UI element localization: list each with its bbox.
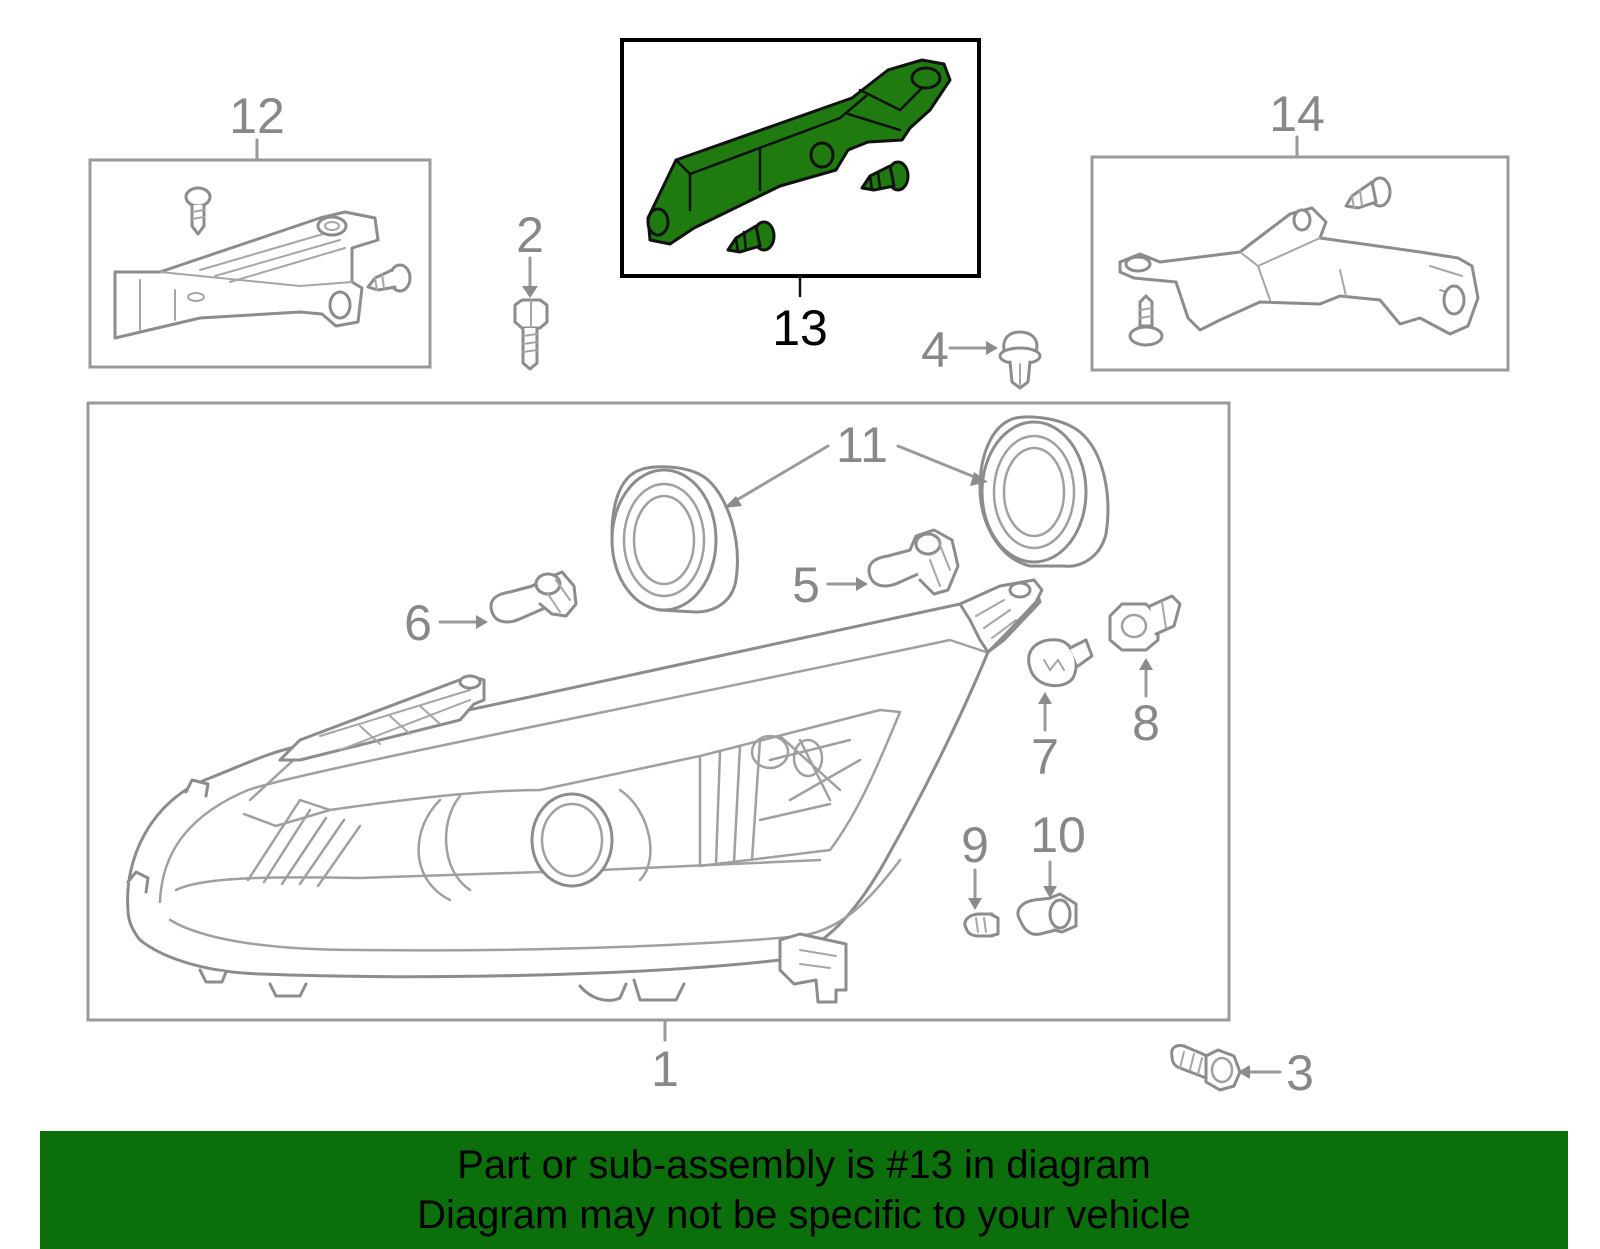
- part-3-group[interactable]: [1170, 1044, 1282, 1092]
- part-1-headlight-assembly: [126, 578, 1044, 1004]
- part-4-clip: [998, 330, 1042, 390]
- part-8-nut: [1108, 594, 1182, 652]
- callout-13-label: 13: [772, 300, 828, 356]
- info-banner: Part or sub-assembly is #13 in diagram D…: [40, 1131, 1568, 1249]
- callout-14-label: 14: [1269, 86, 1325, 142]
- callout-11-label: 11: [836, 417, 888, 473]
- part-2-group[interactable]: [513, 256, 549, 371]
- banner-line-2: Diagram may not be specific to your vehi…: [417, 1193, 1191, 1237]
- part-11-cover-right: [978, 415, 1110, 568]
- callout-6-label: 6: [404, 595, 432, 651]
- part-12-group[interactable]: [88, 138, 432, 369]
- callout-12-label: 12: [229, 88, 285, 144]
- part-14-screw-bottom: [1128, 294, 1164, 347]
- part-12-box: [88, 158, 432, 369]
- callout-5-label: 5: [792, 557, 820, 613]
- part-1-group[interactable]: [86, 401, 1231, 1042]
- callout-3-label: 3: [1286, 1045, 1314, 1101]
- callout-1-label: 1: [651, 1041, 679, 1097]
- callout-9-label: 9: [961, 817, 989, 873]
- part-14-bracket: [1118, 206, 1480, 336]
- part-14-group[interactable]: [1090, 135, 1510, 372]
- part-1-box: [86, 401, 1231, 1022]
- banner-line-1: Part or sub-assembly is #13 in diagram: [457, 1143, 1151, 1187]
- part-3-bolt: [1170, 1044, 1242, 1092]
- part-9-bulb: [963, 912, 1000, 938]
- part-12-screw-top: [184, 186, 212, 236]
- part-4-group[interactable]: [948, 330, 1042, 390]
- part-2-bolt: [513, 298, 549, 371]
- part-10-bulb: [1016, 892, 1078, 936]
- callout-2-label: 2: [516, 207, 544, 263]
- callout-8-label: 8: [1132, 695, 1160, 751]
- part-12-bracket: [113, 210, 380, 340]
- part-14-box: [1090, 155, 1510, 372]
- callout-7-label: 7: [1031, 729, 1059, 785]
- part-5-bulb: [867, 528, 960, 596]
- banner-background: [40, 1131, 1568, 1249]
- callout-10-label: 10: [1030, 807, 1086, 863]
- part-11-cover-left: [610, 465, 739, 614]
- callout-4-label: 4: [921, 322, 949, 378]
- part-13-group[interactable]: [620, 38, 981, 298]
- part-14-screw-top: [1344, 176, 1392, 210]
- part-6-bulb: [489, 570, 578, 624]
- part-12-screw-right: [366, 263, 412, 293]
- part-13-screw-left: [726, 220, 776, 254]
- part-7-bulb: [1027, 638, 1094, 688]
- part-13-screw-right: [860, 160, 910, 192]
- part-13-bracket: [646, 58, 952, 246]
